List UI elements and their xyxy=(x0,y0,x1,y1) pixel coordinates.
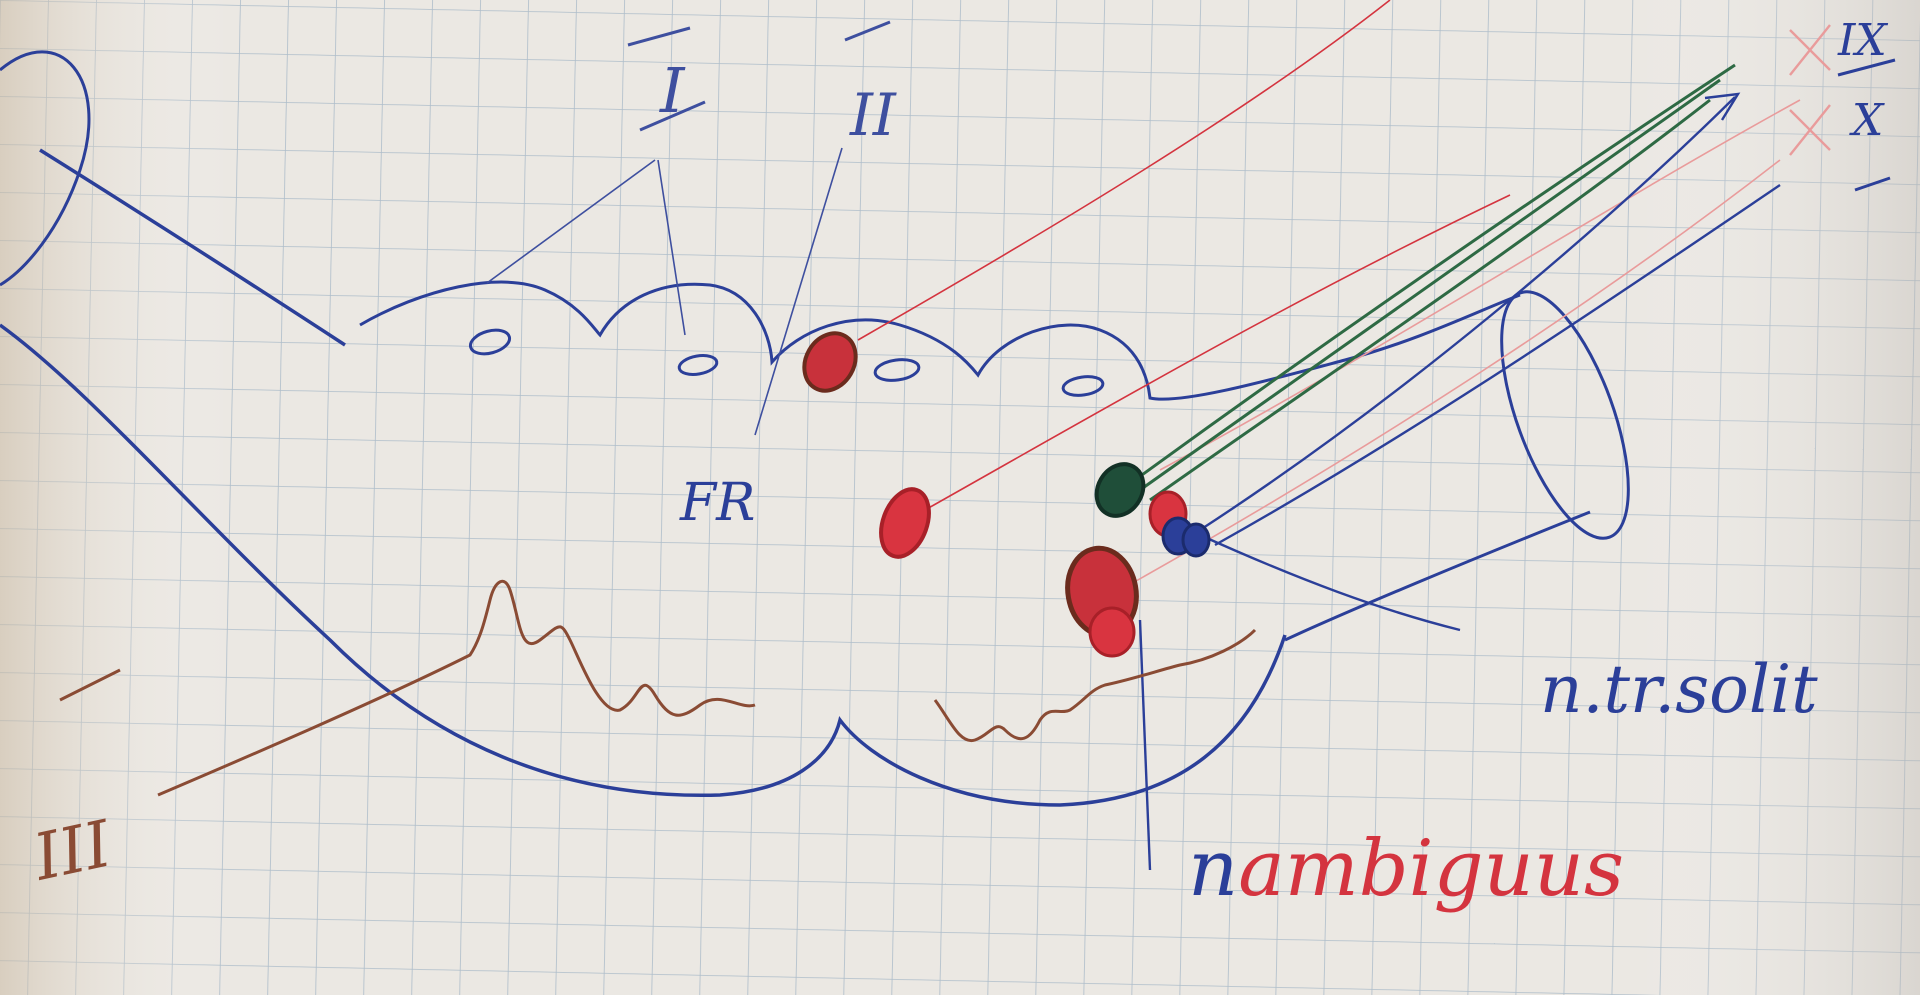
label-n-ambiguus-rest: ambiguus xyxy=(1238,824,1624,914)
label-roman-9: IX xyxy=(1837,15,1888,66)
nucleus-ambiguus-small xyxy=(1090,608,1134,656)
label-n-tr-solit: n.tr.solit xyxy=(1540,651,1818,728)
label-roman-10: X xyxy=(1849,95,1885,146)
label-n-ambiguus-n: n xyxy=(1188,824,1238,914)
label-roman-2: II xyxy=(849,81,897,149)
label-fr: FR xyxy=(679,473,755,533)
label-n-ambiguus: nambiguus xyxy=(1188,824,1624,914)
